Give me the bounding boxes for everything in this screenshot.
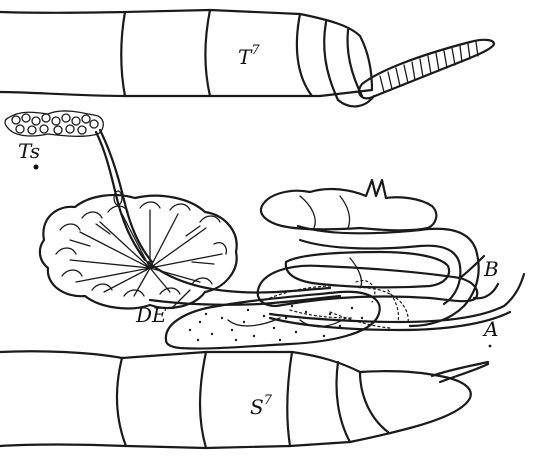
testis-follicles <box>5 111 152 262</box>
gland-b-label: B <box>483 257 499 281</box>
upper-segment-label: T7 <box>238 43 260 69</box>
duct-label: DE <box>135 303 167 327</box>
ovipositor <box>359 40 494 98</box>
lower-segment-label: S7 <box>250 393 273 419</box>
lower-abdomen <box>0 351 488 448</box>
testis-marker-dot <box>34 165 39 170</box>
upper-abdomen <box>0 10 374 106</box>
gland-a-label: A <box>482 317 498 341</box>
testis-label: Ts <box>18 139 40 163</box>
